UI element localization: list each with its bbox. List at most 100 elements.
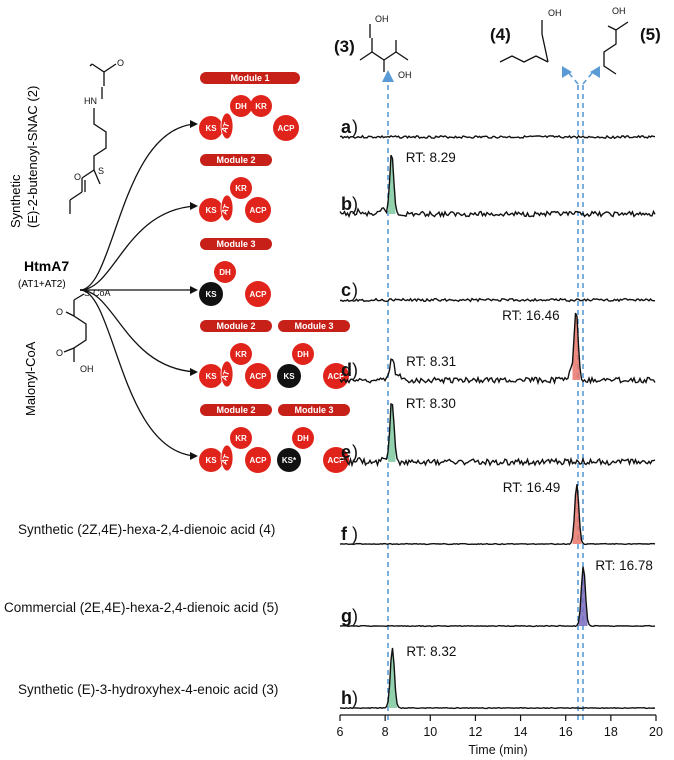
- peak-fill: [572, 484, 582, 544]
- domain-ks: [199, 448, 223, 472]
- branch-arrowheads: [190, 120, 198, 460]
- atom-o-thioester: O: [74, 172, 81, 182]
- domain-dh-label: DH: [219, 268, 231, 277]
- c3-oh-side: OH: [398, 70, 412, 80]
- module-title: Module 2: [216, 155, 255, 165]
- rt-label: RT: 16.46: [502, 308, 560, 323]
- domain-kr: [250, 95, 272, 117]
- domain-ks: [199, 116, 223, 140]
- domain-dh-label: DH: [297, 350, 309, 359]
- butenoyl-label-line2: (E)-2-butenoyl-SNAC (2): [25, 86, 40, 228]
- domain-at0-label: AT: [220, 121, 232, 134]
- domain-acp: [245, 281, 271, 307]
- panel-paren: ): [352, 194, 358, 214]
- domain-kr-label: KR: [235, 434, 247, 443]
- c5-oh: OH: [612, 6, 626, 16]
- domain-ks: [277, 448, 301, 472]
- trace-f: f)RT: 16.49: [339, 480, 656, 546]
- domain-acp: [245, 363, 271, 389]
- domain-ks-label: KS: [205, 124, 217, 133]
- rt-label: RT: 8.32: [406, 644, 456, 659]
- domain-dh-label: DH: [235, 102, 247, 111]
- x-tick-label: 14: [514, 725, 528, 739]
- peak-fill: [572, 312, 580, 380]
- domain-kr-label: KR: [255, 102, 267, 111]
- module-title-bar: [278, 320, 350, 332]
- panel-paren: ): [352, 442, 358, 462]
- compound-3-label: (3): [334, 37, 355, 56]
- module-title-bar: [200, 404, 272, 416]
- domain-kr-label: KR: [235, 184, 247, 193]
- compound-4-structure: [499, 20, 549, 63]
- domain-ks-label: KS: [205, 372, 217, 381]
- panel-paren: ): [352, 606, 358, 626]
- rt-label: RT: 16.78: [595, 558, 653, 573]
- module-title: Module 1: [230, 73, 269, 83]
- domain-ks-label: KS: [283, 372, 295, 381]
- domain-acp: [245, 197, 271, 223]
- x-tick-label: 8: [382, 725, 389, 739]
- x-tick-label: 12: [468, 725, 482, 739]
- trace-g: g)RT: 16.78: [339, 558, 656, 628]
- panel-letter: e: [341, 442, 351, 462]
- module-title: Module 3: [294, 321, 333, 331]
- c3-oh-top: OH: [375, 14, 389, 24]
- module-title: Module 3: [216, 239, 255, 249]
- domain-acp: [323, 447, 349, 473]
- trace-line: [339, 484, 656, 546]
- domain-at0: [220, 112, 234, 140]
- domain-acp: [245, 447, 271, 473]
- domain-ks-label: KS: [205, 456, 217, 465]
- domain-dh: [214, 261, 236, 283]
- domain-kr: [230, 177, 252, 199]
- x-axis-label: Time (min): [468, 743, 527, 757]
- panel-paren: ): [352, 117, 358, 137]
- compound-4-label: (4): [490, 25, 511, 44]
- panel-letter: f: [341, 524, 348, 544]
- atom-hn: HN: [84, 96, 97, 106]
- domain-kr: [230, 343, 252, 365]
- rt-label: RT: 8.30: [406, 396, 456, 411]
- atom-o-malonyl: O: [56, 307, 63, 317]
- domain-ks: [199, 364, 223, 388]
- domain-at0-label: AT: [220, 203, 232, 216]
- module-title-bar: [278, 404, 350, 416]
- x-tick-label: 20: [649, 725, 663, 739]
- rt-label: RT: 8.29: [406, 150, 456, 165]
- panel-letter: h: [341, 688, 352, 708]
- domain-acp-label: ACP: [250, 206, 268, 215]
- domain-acp: [273, 115, 299, 141]
- module-title: Module 2: [216, 321, 255, 331]
- atom-o-amide: O: [117, 58, 124, 68]
- domain-dh: [292, 343, 314, 365]
- atom-scoa: S-CoA: [84, 288, 111, 298]
- compound-5-structure: [603, 21, 629, 75]
- x-tick-label: 18: [604, 725, 618, 739]
- domain-acp-label: ACP: [250, 372, 268, 381]
- malonyl-coa-label: Malonyl-CoA: [23, 341, 38, 416]
- panel-paren: ): [352, 524, 358, 544]
- module-title-bar: [200, 154, 272, 166]
- domain-ks: [199, 198, 223, 222]
- trace-h: h)RT: 8.32: [339, 644, 656, 710]
- panel-letter: b: [341, 194, 352, 214]
- panel-paren: ): [352, 360, 358, 380]
- domain-acp-label: ACP: [250, 290, 268, 299]
- module-title: Module 2: [216, 405, 255, 415]
- domain-at0-label: AT: [220, 453, 232, 466]
- atom-oh-acid: OH: [80, 364, 94, 374]
- branch-arrows: [79, 123, 197, 457]
- trace-line: [339, 154, 656, 219]
